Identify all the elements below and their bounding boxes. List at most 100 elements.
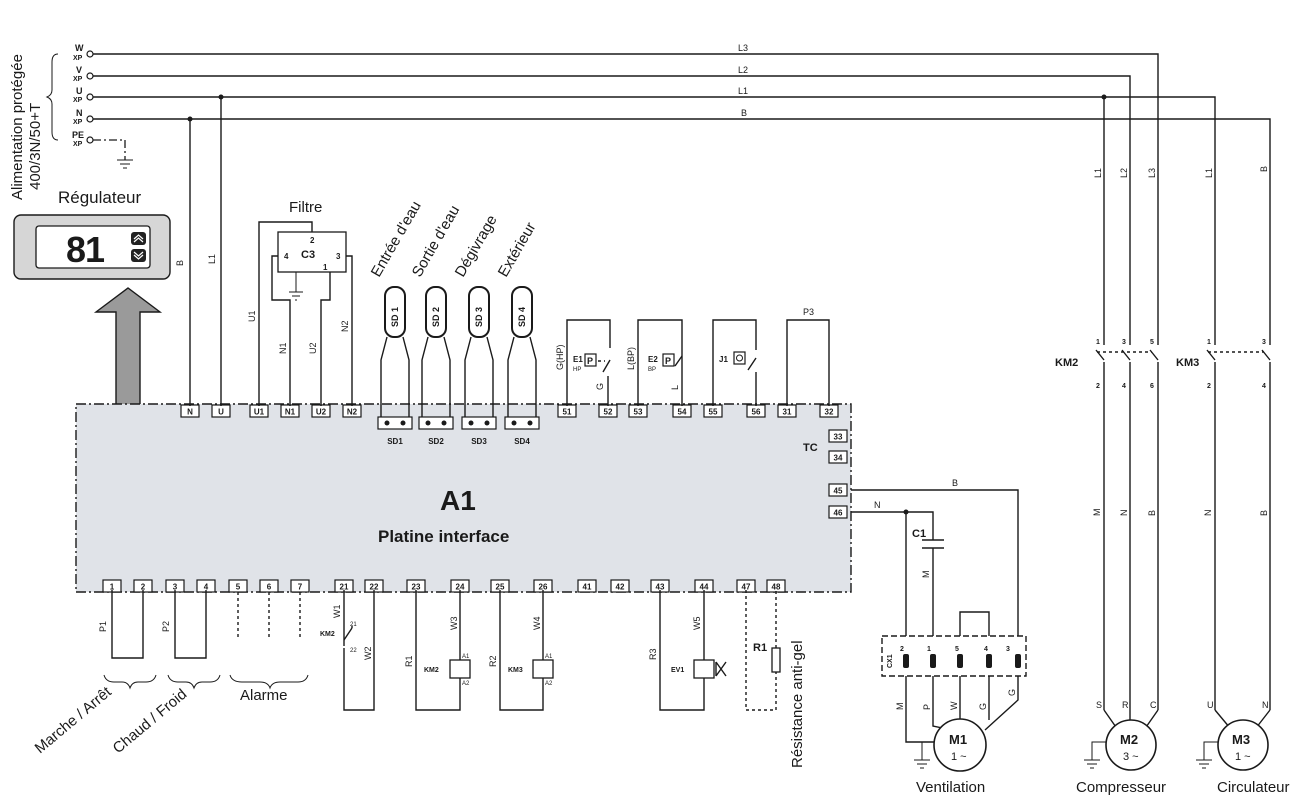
top-terminal-n1-label: N1 <box>285 408 296 417</box>
km2-coil-a2: A2 <box>462 681 470 687</box>
comp-wire-n: N <box>1119 510 1129 517</box>
right-terminal-row: 33 34 45 46 <box>828 429 848 519</box>
label-chaud-froid: Chaud / Froid <box>110 686 191 757</box>
top-terminal-u2-label: U2 <box>316 408 327 417</box>
bottom-terminal-3: 3 <box>165 579 185 593</box>
top-terminal-53: 53 <box>628 404 648 418</box>
thermostat-j1: J1 <box>712 319 757 406</box>
fan-motor-wire-p: P <box>922 704 932 710</box>
sensor-terminal-3: SD3 <box>471 437 487 446</box>
sensor-ref-4: SD 4 <box>517 307 527 327</box>
board-ref: A1 <box>440 485 476 516</box>
km2-pin-1: 1 <box>1096 339 1100 346</box>
comp-earth-icon <box>1084 759 1100 769</box>
wire-w2: W2 <box>363 647 373 661</box>
right-terminal-33: 33 <box>828 429 848 443</box>
e1-sub: HP <box>573 367 581 373</box>
filter-pin-1: 1 <box>323 263 328 272</box>
power-supply: Alimentation protégée 400/3N/50+T W XP V… <box>9 43 1271 340</box>
bottom-terminal-41: 41 <box>577 579 597 593</box>
comp-wire-b: B <box>1147 510 1157 516</box>
fan-capacitor-ref: C1 <box>912 528 926 540</box>
bottom-terminal-25: 25 <box>490 579 510 593</box>
circ-pin-n: N <box>1262 700 1269 710</box>
sensor-ref-3: SD 3 <box>474 307 484 327</box>
bottom-terminal-41-label: 41 <box>583 583 592 592</box>
bottom-terminal-21-label: 21 <box>340 583 349 592</box>
right-terminal-34-label: 34 <box>834 454 843 463</box>
km3-pin-4: 4 <box>1262 383 1266 390</box>
top-terminal-n1: N1 <box>280 404 300 418</box>
comp-line-l1: L1 <box>1093 168 1103 178</box>
fan-motor-wire-g2: G <box>1007 689 1017 696</box>
wire-r2: R2 <box>488 655 498 667</box>
fan-motor-sub: 1 ~ <box>951 751 967 763</box>
circ-motor-sub: 1 ~ <box>1235 751 1251 763</box>
km2-coil-a1: A1 <box>462 654 470 660</box>
bottom-terminal-48-label: 48 <box>772 583 781 592</box>
right-terminal-45: 45 <box>828 483 848 497</box>
wire-r3: R3 <box>648 648 658 660</box>
circ-wire-b: B <box>1259 510 1269 516</box>
regulator-up-icon <box>131 232 146 245</box>
fan-pin-5: 5 <box>955 646 959 653</box>
bottom-terminal-43: 43 <box>650 579 670 593</box>
earth-icon <box>117 159 133 169</box>
bridge-p3: P3 <box>786 307 830 406</box>
wire-p1: P1 <box>98 621 108 632</box>
fan-cap-wire: M <box>921 571 931 579</box>
bottom-terminal-7: 7 <box>290 579 310 593</box>
terminal-w-sub: XP <box>73 55 83 62</box>
bottom-terminal-42: 42 <box>610 579 630 593</box>
supply-title-line1: Alimentation protégée <box>9 54 26 200</box>
km3-coil-ref: KM3 <box>508 667 523 674</box>
label-heater: Résistance anti-gel <box>789 640 806 768</box>
filter-earth-icon <box>289 291 303 301</box>
bottom-terminal-3-label: 3 <box>173 583 178 592</box>
bus-label-b: B <box>741 108 747 118</box>
p3-label: P3 <box>803 307 814 317</box>
wire-u2: U2 <box>308 342 318 354</box>
wire-b-label: B <box>175 260 185 266</box>
wire-l1-label: L1 <box>207 254 217 264</box>
sensor-ref-1: SD 1 <box>390 307 400 327</box>
pressostat-e2: P E2 BP L(BP) L <box>626 319 683 406</box>
comp-pin-c: C <box>1150 700 1157 710</box>
km2-pin-6: 6 <box>1150 383 1154 390</box>
regulator-display: 81 <box>66 229 105 270</box>
comp-wire-m: M <box>1092 509 1102 517</box>
km3-coil-a1: A1 <box>545 654 553 660</box>
board-name: Platine interface <box>378 527 509 546</box>
bottom-terminal-6: 6 <box>259 579 279 593</box>
sensor-terminal-4: SD4 <box>514 437 530 446</box>
terminal-pe-sub: XP <box>73 141 83 148</box>
bus-label-l1: L1 <box>738 86 748 96</box>
top-terminal-54: 54 <box>672 404 692 418</box>
top-terminal-n-label: N <box>187 408 193 417</box>
filter-pin-4: 4 <box>284 252 289 261</box>
km3-pin-3: 3 <box>1262 339 1266 346</box>
fan-label: Ventilation <box>916 779 985 796</box>
e1-wire-b: G <box>595 383 605 390</box>
j1-ref: J1 <box>719 355 728 364</box>
right-terminal-46: 46 <box>828 505 848 519</box>
terminal-pe: PE <box>72 130 84 140</box>
km3-contactor-ref: KM3 <box>1176 357 1199 369</box>
bottom-circuits: P1 P2 Marche / Arrêt Chaud / Froid Alarm… <box>32 590 806 768</box>
km2-coil-ref: KM2 <box>424 667 439 674</box>
bottom-terminal-44-label: 44 <box>700 583 709 592</box>
top-terminal-52: 52 <box>598 404 618 418</box>
e1-ref: E1 <box>573 355 583 364</box>
fan-earth-icon <box>914 759 930 769</box>
top-terminal-n2: N2 <box>342 404 362 418</box>
right-terminal-46-label: 46 <box>834 509 843 518</box>
circ-line-b: B <box>1259 166 1269 172</box>
circ-wire-n: N <box>1203 510 1213 517</box>
km2-contact-ref: KM2 <box>320 631 335 638</box>
terminal-u: U <box>76 86 83 96</box>
top-terminal-u2: U2 <box>311 404 331 418</box>
top-terminal-u: U <box>211 404 231 418</box>
right-terminal-34: 34 <box>828 450 848 464</box>
km2-contact-a: 21 <box>350 622 357 628</box>
